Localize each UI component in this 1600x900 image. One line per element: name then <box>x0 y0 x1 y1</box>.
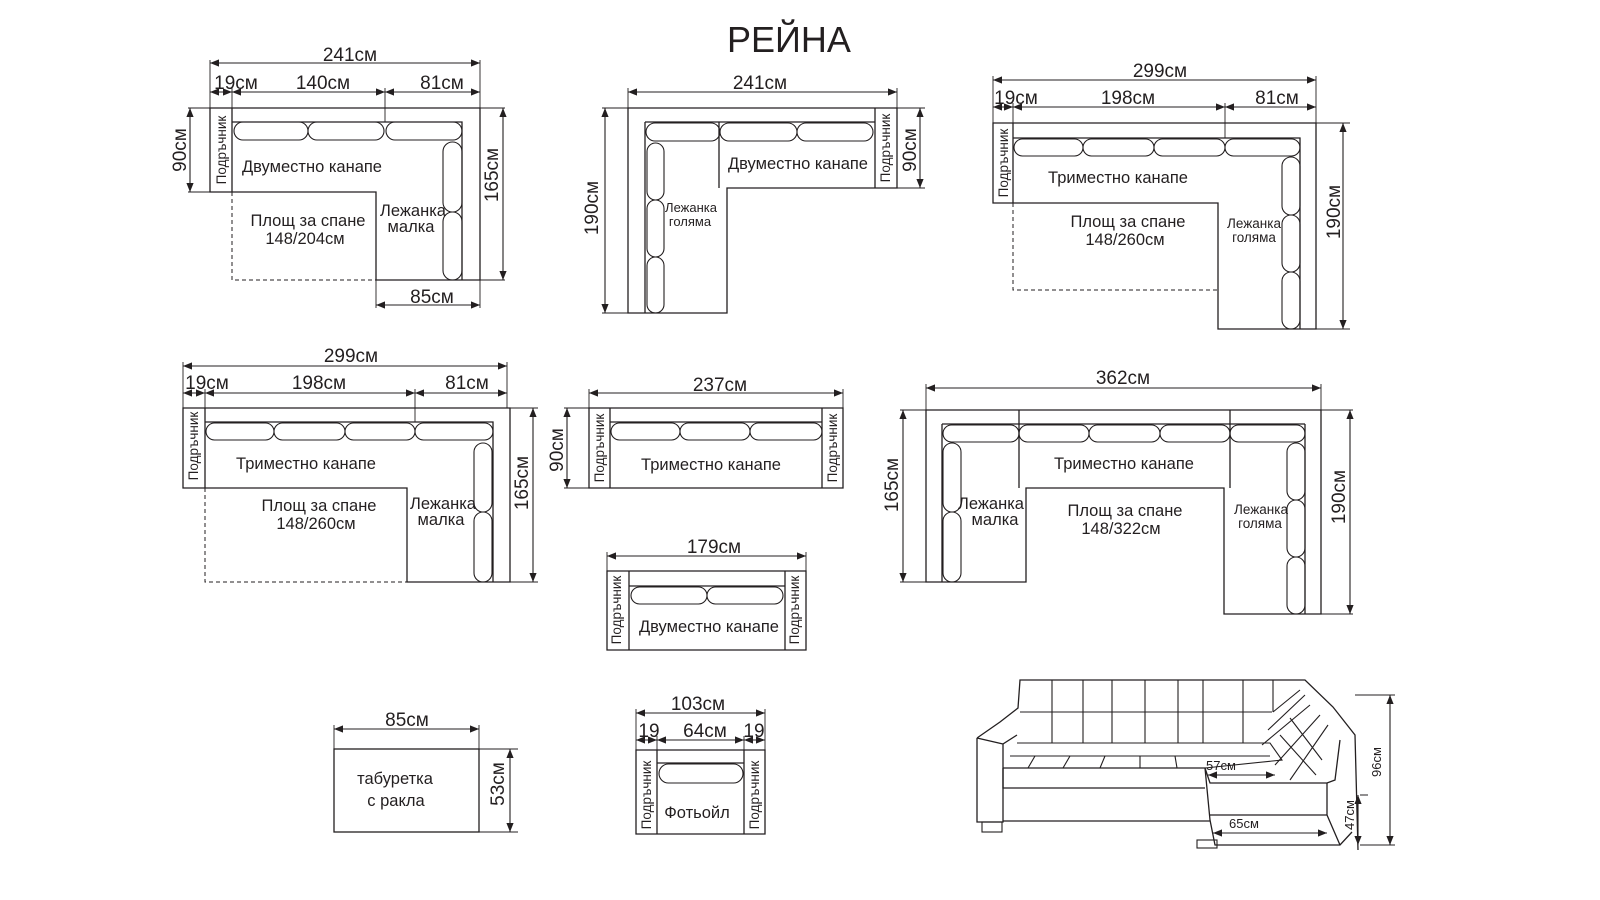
ottoman-storage-label: с ракла <box>367 792 425 810</box>
armrest-right-label: Подръчник <box>747 761 762 830</box>
u-shaped-sofa: 362см 165см 190см Триместно канапе Лежан… <box>882 368 1354 615</box>
total-width-label: 362см <box>1096 368 1150 389</box>
sofa-label: Триместно канапе <box>1054 455 1194 473</box>
chaise-label: Лежанка <box>410 495 477 513</box>
two-seater-sofa: 179см Подръчник Подръчник Двуместно кана… <box>606 537 807 651</box>
armrest-right-label: Подръчник <box>787 576 802 645</box>
total-width-label: 299см <box>324 346 378 367</box>
sleep-area-label: Площ за спане <box>251 212 366 230</box>
ottoman-label: табуретка <box>357 770 434 788</box>
armrest-label: Подръчник <box>996 129 1011 198</box>
armrest-left-label: Подръчник <box>609 576 624 645</box>
chaise-size-label: малка <box>388 218 436 236</box>
armchair: 103см 19 64см 19 Подръчник Подръчник Фот… <box>635 694 766 835</box>
page-title: РЕЙНА <box>727 18 851 60</box>
left-chaise-label: Лежанка <box>958 495 1025 513</box>
armrest-left-width-label: 19 <box>638 721 659 742</box>
depth-label: 90см <box>547 428 568 472</box>
armrest-label: Подръчник <box>878 114 893 183</box>
sofa-label: Двуместно канапе <box>639 618 779 636</box>
seat-depth-label: 57см <box>1206 758 1236 773</box>
chaise-length-label: 190см <box>582 181 603 235</box>
corner-sofa-small: 241см 19см 140см 81см 90см 165см 85см По… <box>170 45 507 309</box>
sofa-label: Двуместно канапе <box>242 158 382 176</box>
sofa-label: Двуместно канапе <box>728 155 868 173</box>
sleep-area-label: Площ за спане <box>262 497 377 515</box>
sleep-size-label: 148/260см <box>276 515 355 533</box>
chaise-label: Лежанка <box>380 202 447 220</box>
width-label: 85см <box>385 710 429 731</box>
armrest-width-label: 19см <box>185 373 229 394</box>
three-seater-sofa: 237см 90см Подръчник Подръчник Триместно… <box>547 375 844 489</box>
armrest-width-label: 19см <box>994 88 1038 109</box>
chaise-width-label: 81см <box>445 373 489 394</box>
sleep-size-label: 148/322см <box>1081 520 1160 538</box>
sleep-size-label: 148/204см <box>265 230 344 248</box>
total-width-label: 103см <box>671 694 725 715</box>
sleep-area-label: Площ за спане <box>1071 213 1186 231</box>
total-width-label: 237см <box>693 375 747 396</box>
right-chaise-label: Лежанка <box>1234 502 1288 517</box>
depth-label: 90см <box>170 128 191 172</box>
seat-width-label: 64см <box>683 721 727 742</box>
sofa-label: Триместно канапе <box>1048 169 1188 187</box>
sofa-perspective-drawing: 57см 65см 47см 96см <box>976 679 1395 851</box>
total-width-label: 179см <box>687 537 741 558</box>
chaise-length-label: 165см <box>512 456 533 510</box>
chaise-label: Лежанка <box>665 200 718 215</box>
armrest-left-label: Подръчник <box>592 414 607 483</box>
chaise-size-label: малка <box>418 511 466 529</box>
total-width-label: 299см <box>1133 61 1187 82</box>
chaise-bottom-label: 85см <box>410 287 454 308</box>
sleep-size-label: 148/260см <box>1085 231 1164 249</box>
sofa-label: Триместно канапе <box>236 455 376 473</box>
right-chaise-size-label: голяма <box>1238 516 1282 531</box>
armrest-left-label: Подръчник <box>639 761 654 830</box>
right-length-label: 190см <box>1329 470 1350 524</box>
ottoman: 85см 53см табуретка с ракла <box>333 710 518 833</box>
corner-sofa-left: 241см 190см 90см Подръчник Двуместно кан… <box>582 73 925 314</box>
depth-label: 90см <box>900 128 921 172</box>
armrest-label: Подръчник <box>186 412 201 481</box>
chaise-size-label: голяма <box>669 214 712 229</box>
chaise-length-label: 165см <box>482 148 503 202</box>
armrest-right-width-label: 19 <box>743 721 764 742</box>
chaise-width-label: 81см <box>420 73 464 94</box>
total-height-label: 96см <box>1369 747 1384 777</box>
sofa-width-label: 140см <box>296 73 350 94</box>
left-chaise-size-label: малка <box>972 511 1020 529</box>
chaise-label: Лежанка <box>1227 216 1281 231</box>
chaise-width-label: 81см <box>1255 88 1299 109</box>
corner-sofa-medium: 299см 19см 198см 81см 165см Подръчник Тр… <box>182 346 538 583</box>
armrest-label: Подръчник <box>214 116 229 185</box>
left-length-label: 165см <box>882 458 903 512</box>
armrest-width-label: 19см <box>214 73 258 94</box>
armrest-right-label: Подръчник <box>825 414 840 483</box>
corner-sofa-large: 299см 19см 198см 81см 190см Подръчник Тр… <box>992 61 1350 330</box>
chaise-length-label: 190см <box>1324 185 1345 239</box>
sofa-width-label: 198см <box>292 373 346 394</box>
chaise-seat-label: 65см <box>1229 816 1259 831</box>
sofa-label: Триместно канапе <box>641 456 781 474</box>
sleep-area-label: Площ за спане <box>1068 502 1183 520</box>
total-width-label: 241см <box>733 73 787 94</box>
seat-height-label: 47см <box>1342 800 1357 830</box>
armchair-label: Фотьойл <box>664 804 730 822</box>
height-label: 53см <box>488 762 509 806</box>
sofa-width-label: 198см <box>1101 88 1155 109</box>
chaise-size-label: голяма <box>1232 230 1276 245</box>
total-width-label: 241см <box>323 45 377 66</box>
